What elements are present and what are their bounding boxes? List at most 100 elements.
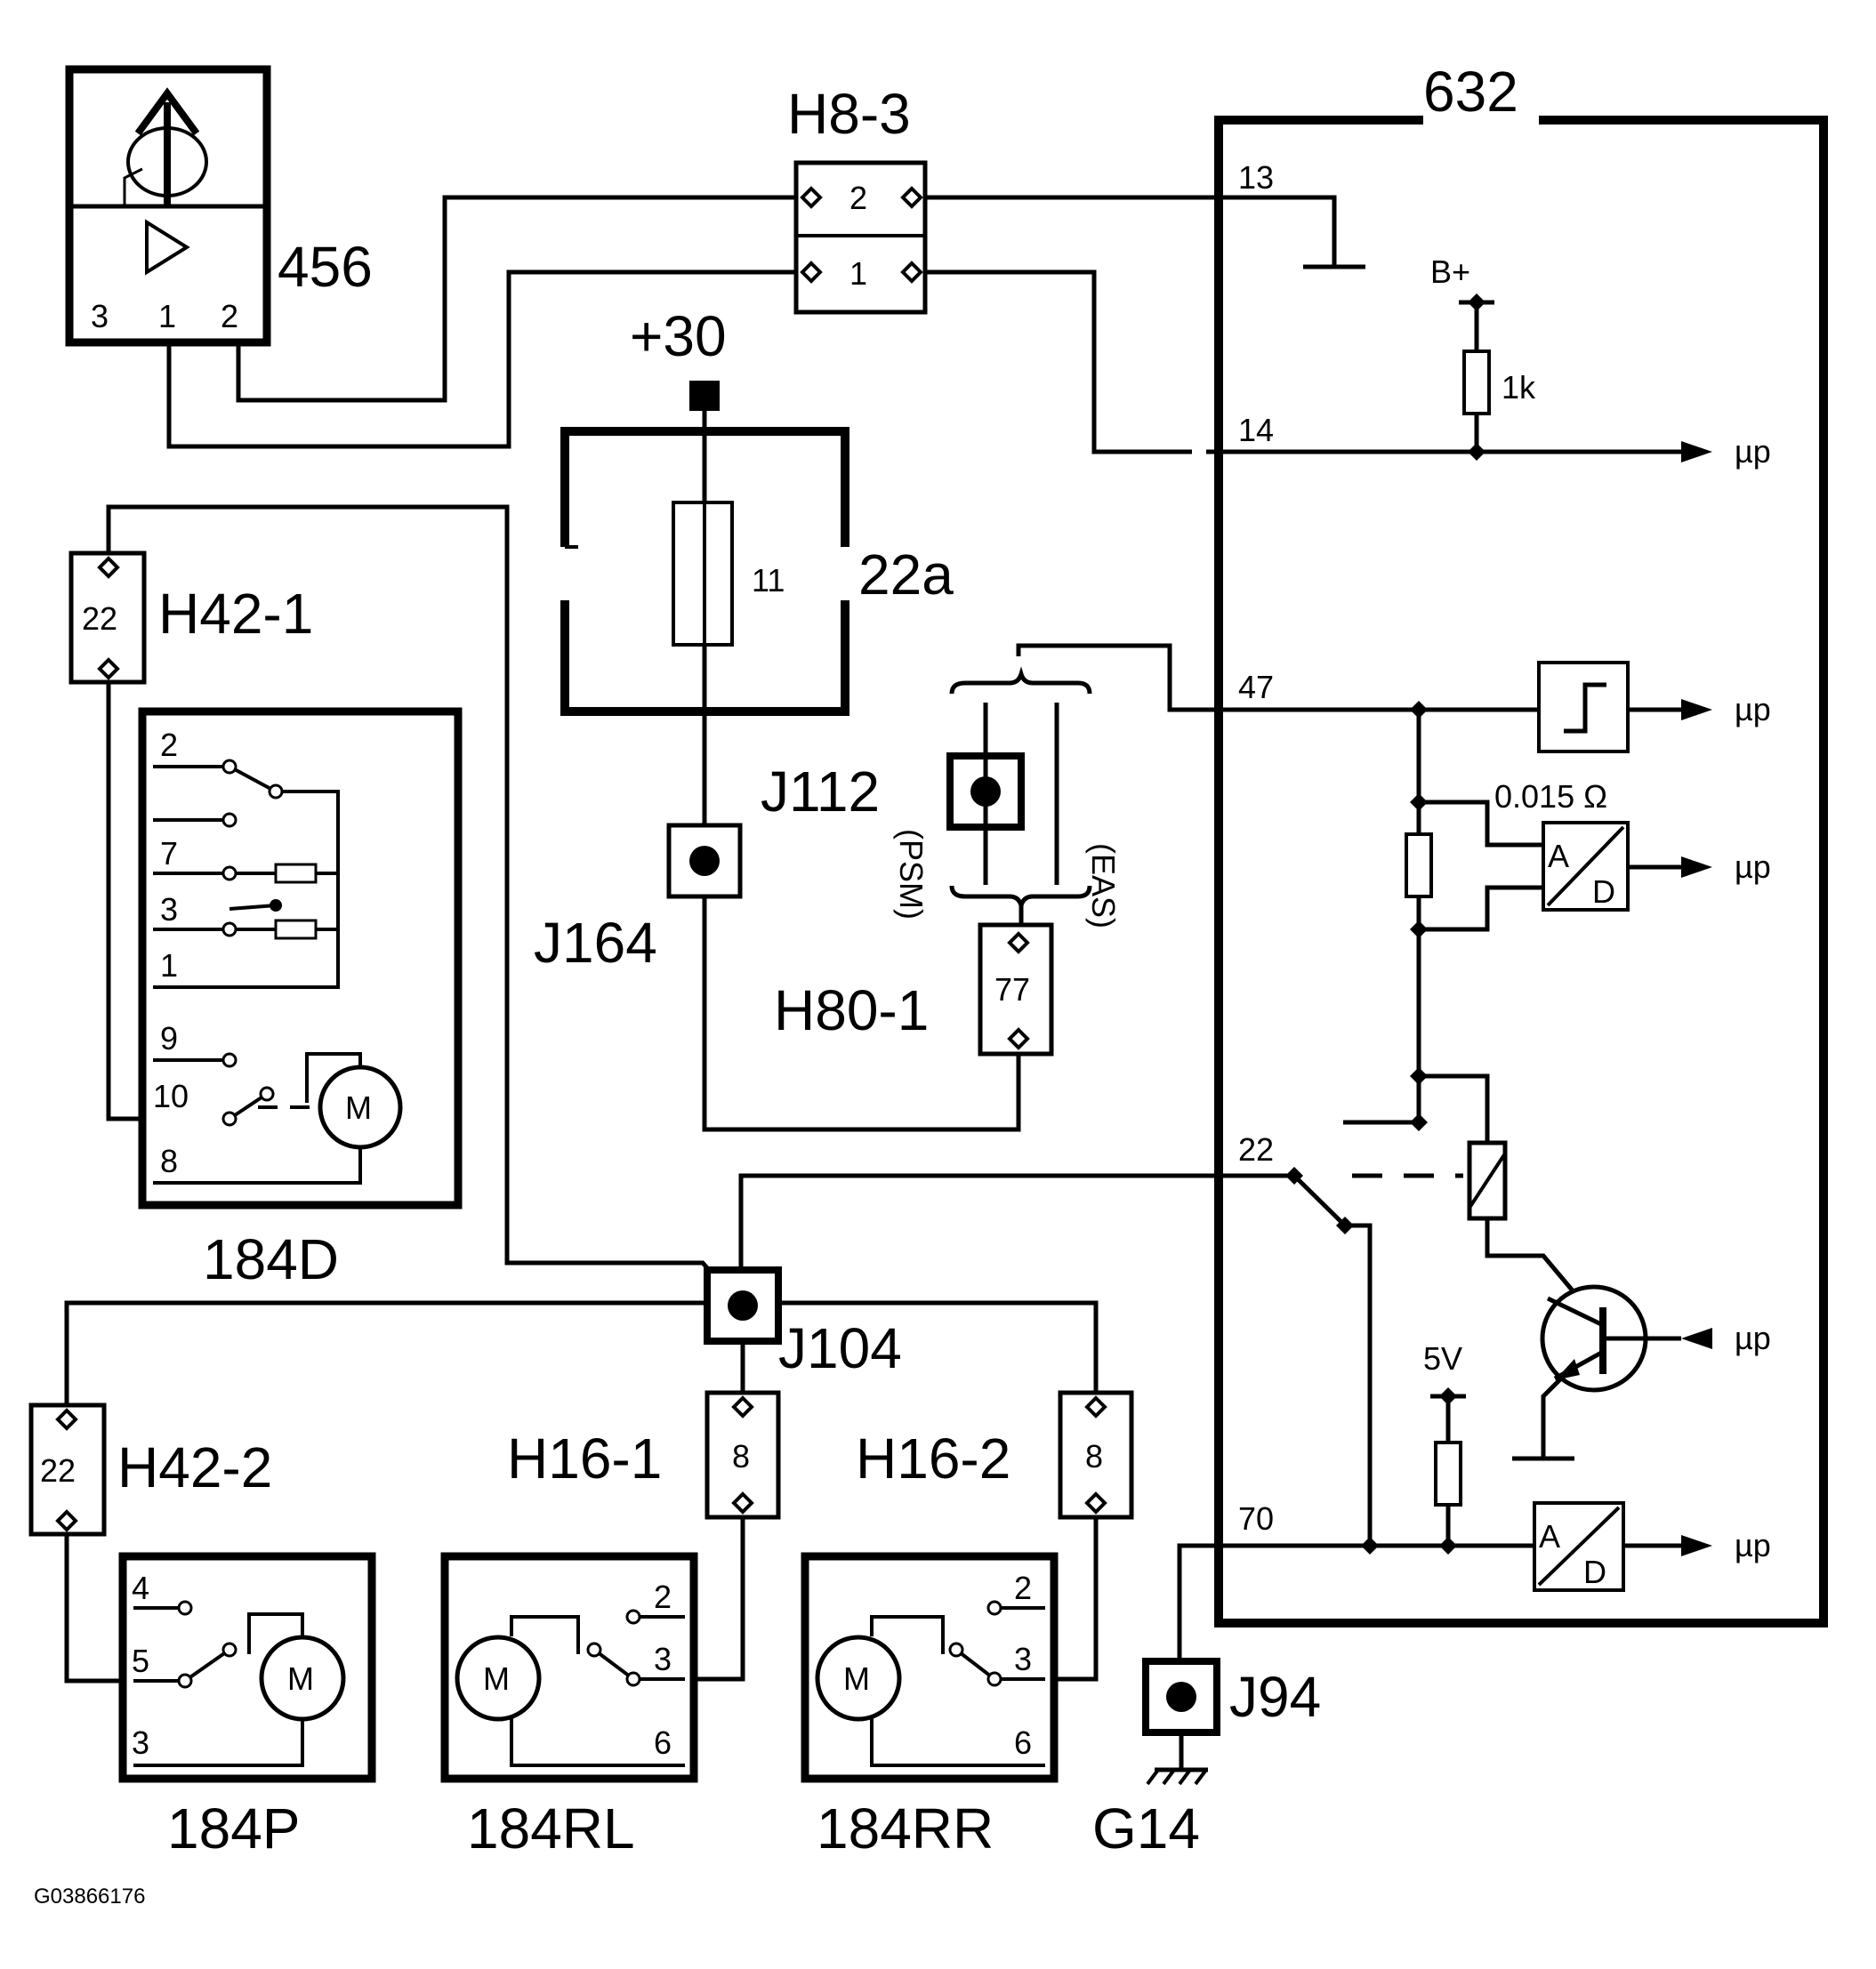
j104-box [704, 1266, 782, 1345]
resistor-1k [1462, 350, 1491, 415]
ecu-632: 632 13 14 47 22 70 B+ 1k 0.015 Ω A D 5V [1192, 60, 1828, 1627]
transistor-emitter-arrow [1555, 1359, 1580, 1380]
d184-contact-3 [221, 921, 238, 937]
wire-eas-47 [1016, 643, 1681, 712]
j104-dot [728, 1290, 758, 1321]
label-22a: 22a [858, 542, 954, 607]
d184-pin-10: 10 [153, 1078, 189, 1114]
label-184p: 184P [167, 1796, 300, 1861]
d184-pin-1: 1 [160, 947, 178, 984]
eas-label: (EAS) [1085, 843, 1122, 928]
h83-contact-1r [900, 261, 923, 284]
rl184-contact-2 [625, 1609, 641, 1625]
rr184-motor-link [870, 1615, 945, 1654]
p184-pin-4: 4 [132, 1570, 149, 1606]
connector-h83: 2 1 H8-3 [787, 82, 928, 315]
h83-label: H8-3 [787, 82, 911, 146]
ecu-14-gap [1192, 445, 1206, 461]
d184-pin-9: 9 [160, 1020, 178, 1057]
h83-pin-1: 1 [849, 255, 867, 292]
rr184-line-6 [870, 1718, 1045, 1767]
d184-pin-8: 8 [160, 1143, 178, 1179]
up-label-47: µp [1735, 691, 1771, 727]
h162-contact-top [1084, 1395, 1107, 1418]
d184-line-8 [153, 1147, 362, 1185]
wire-j104-h162 [743, 1300, 1099, 1393]
h801-pin: 77 [994, 971, 1030, 1008]
junction-switch-out [1336, 1217, 1354, 1234]
h162-pin: 8 [1085, 1438, 1103, 1475]
d184-contact-2 [221, 759, 238, 775]
h83-contact-1l [800, 261, 823, 284]
component-184rr: M 2 3 6 184RR [801, 1552, 1059, 1861]
wire-h83-2-ecu-13 [925, 195, 1337, 267]
adc-2-a: A [1539, 1518, 1560, 1555]
h421-contact-bot [97, 657, 120, 680]
rl184-contact-blade [586, 1642, 602, 1658]
d184-motor-label: M [345, 1089, 372, 1126]
rr184-blade [954, 1648, 996, 1681]
fuse-box-22a: +30 11 22a [556, 304, 954, 716]
sensor-456-arrow-head [134, 87, 200, 136]
p184-motor-link [247, 1612, 304, 1654]
wire-relay-top [1419, 1073, 1490, 1143]
j94-dot [1166, 1682, 1196, 1712]
h162-contact-bot [1084, 1491, 1107, 1515]
ecu-632-label: 632 [1423, 60, 1518, 124]
component-184p: M 4 5 3 184P [118, 1552, 376, 1861]
shunt-resistor [1405, 832, 1433, 898]
rl184-pin-2: 2 [654, 1579, 672, 1615]
h421-label: H42-1 [158, 582, 313, 646]
d184-pin-7: 7 [160, 835, 178, 872]
up-outputs: µp µp µp µp µp [1681, 433, 1771, 1563]
connector-h421: 22 H42-1 [68, 551, 313, 685]
h801-contact-top [1007, 931, 1030, 954]
j164-dot [689, 846, 720, 876]
rr184-pin-3: 3 [1014, 1641, 1032, 1677]
bracket-bottom [949, 885, 1092, 913]
fuse-11-label: 11 [752, 562, 785, 599]
rr184-contact-blade [948, 1642, 964, 1658]
d184-resistor-3 [274, 919, 318, 940]
rl184-blade [592, 1648, 635, 1681]
plus30-terminal [689, 381, 720, 411]
wire-ecu-22 [738, 1173, 1294, 1307]
j112-label: J112 [761, 759, 880, 824]
up-label-adc2: µp [1735, 1527, 1771, 1563]
h801-label: H80-1 [774, 978, 929, 1042]
up-arrow-transistor [1681, 1328, 1712, 1349]
p184-pin-3: 3 [132, 1724, 149, 1761]
sensor-456-triangle-icon [145, 219, 190, 276]
h421-pin: 22 [82, 600, 117, 637]
adc-1-diag [1546, 825, 1625, 907]
ground-hatch-2 [1162, 1768, 1176, 1786]
up-arrow-adc2 [1681, 1535, 1712, 1556]
ecu-pin-22: 22 [1238, 1131, 1274, 1168]
p184-motor-label: M [287, 1660, 314, 1697]
v5-label: 5V [1423, 1340, 1462, 1377]
connector-h161: 8 H16-1 [507, 1390, 781, 1520]
junction-70-b [1439, 1537, 1457, 1555]
d184-resistor-7 [274, 863, 318, 884]
d184-motor-icon [318, 1065, 403, 1150]
junction-shunt-bot [1410, 920, 1428, 938]
wire-456-1-h83-1 [166, 269, 796, 449]
d184-contact-10b [259, 1086, 275, 1102]
d184-motor-link [305, 1052, 362, 1103]
label-184rr: 184RR [817, 1796, 994, 1861]
connector-h801: 77 H80-1 [774, 922, 1054, 1057]
p184-contact-5 [177, 1673, 193, 1689]
ecu-junction-dots [1285, 293, 1486, 1555]
p184-motor-icon [259, 1635, 346, 1722]
up-arrow-adc1 [1681, 856, 1712, 878]
wire-plus30-fuse [702, 409, 1021, 1132]
ecu-pin-14: 14 [1238, 412, 1274, 448]
d184-contact-blank [221, 812, 238, 828]
rl184-pin-3: 3 [654, 1641, 672, 1677]
label-184d: 184D [203, 1227, 339, 1291]
p184-pin-5: 5 [132, 1643, 149, 1679]
d184-pin-3: 3 [160, 891, 178, 928]
wire-relay-transistor [1485, 1218, 1587, 1307]
figure-reference: G03866176 [34, 1885, 145, 1909]
